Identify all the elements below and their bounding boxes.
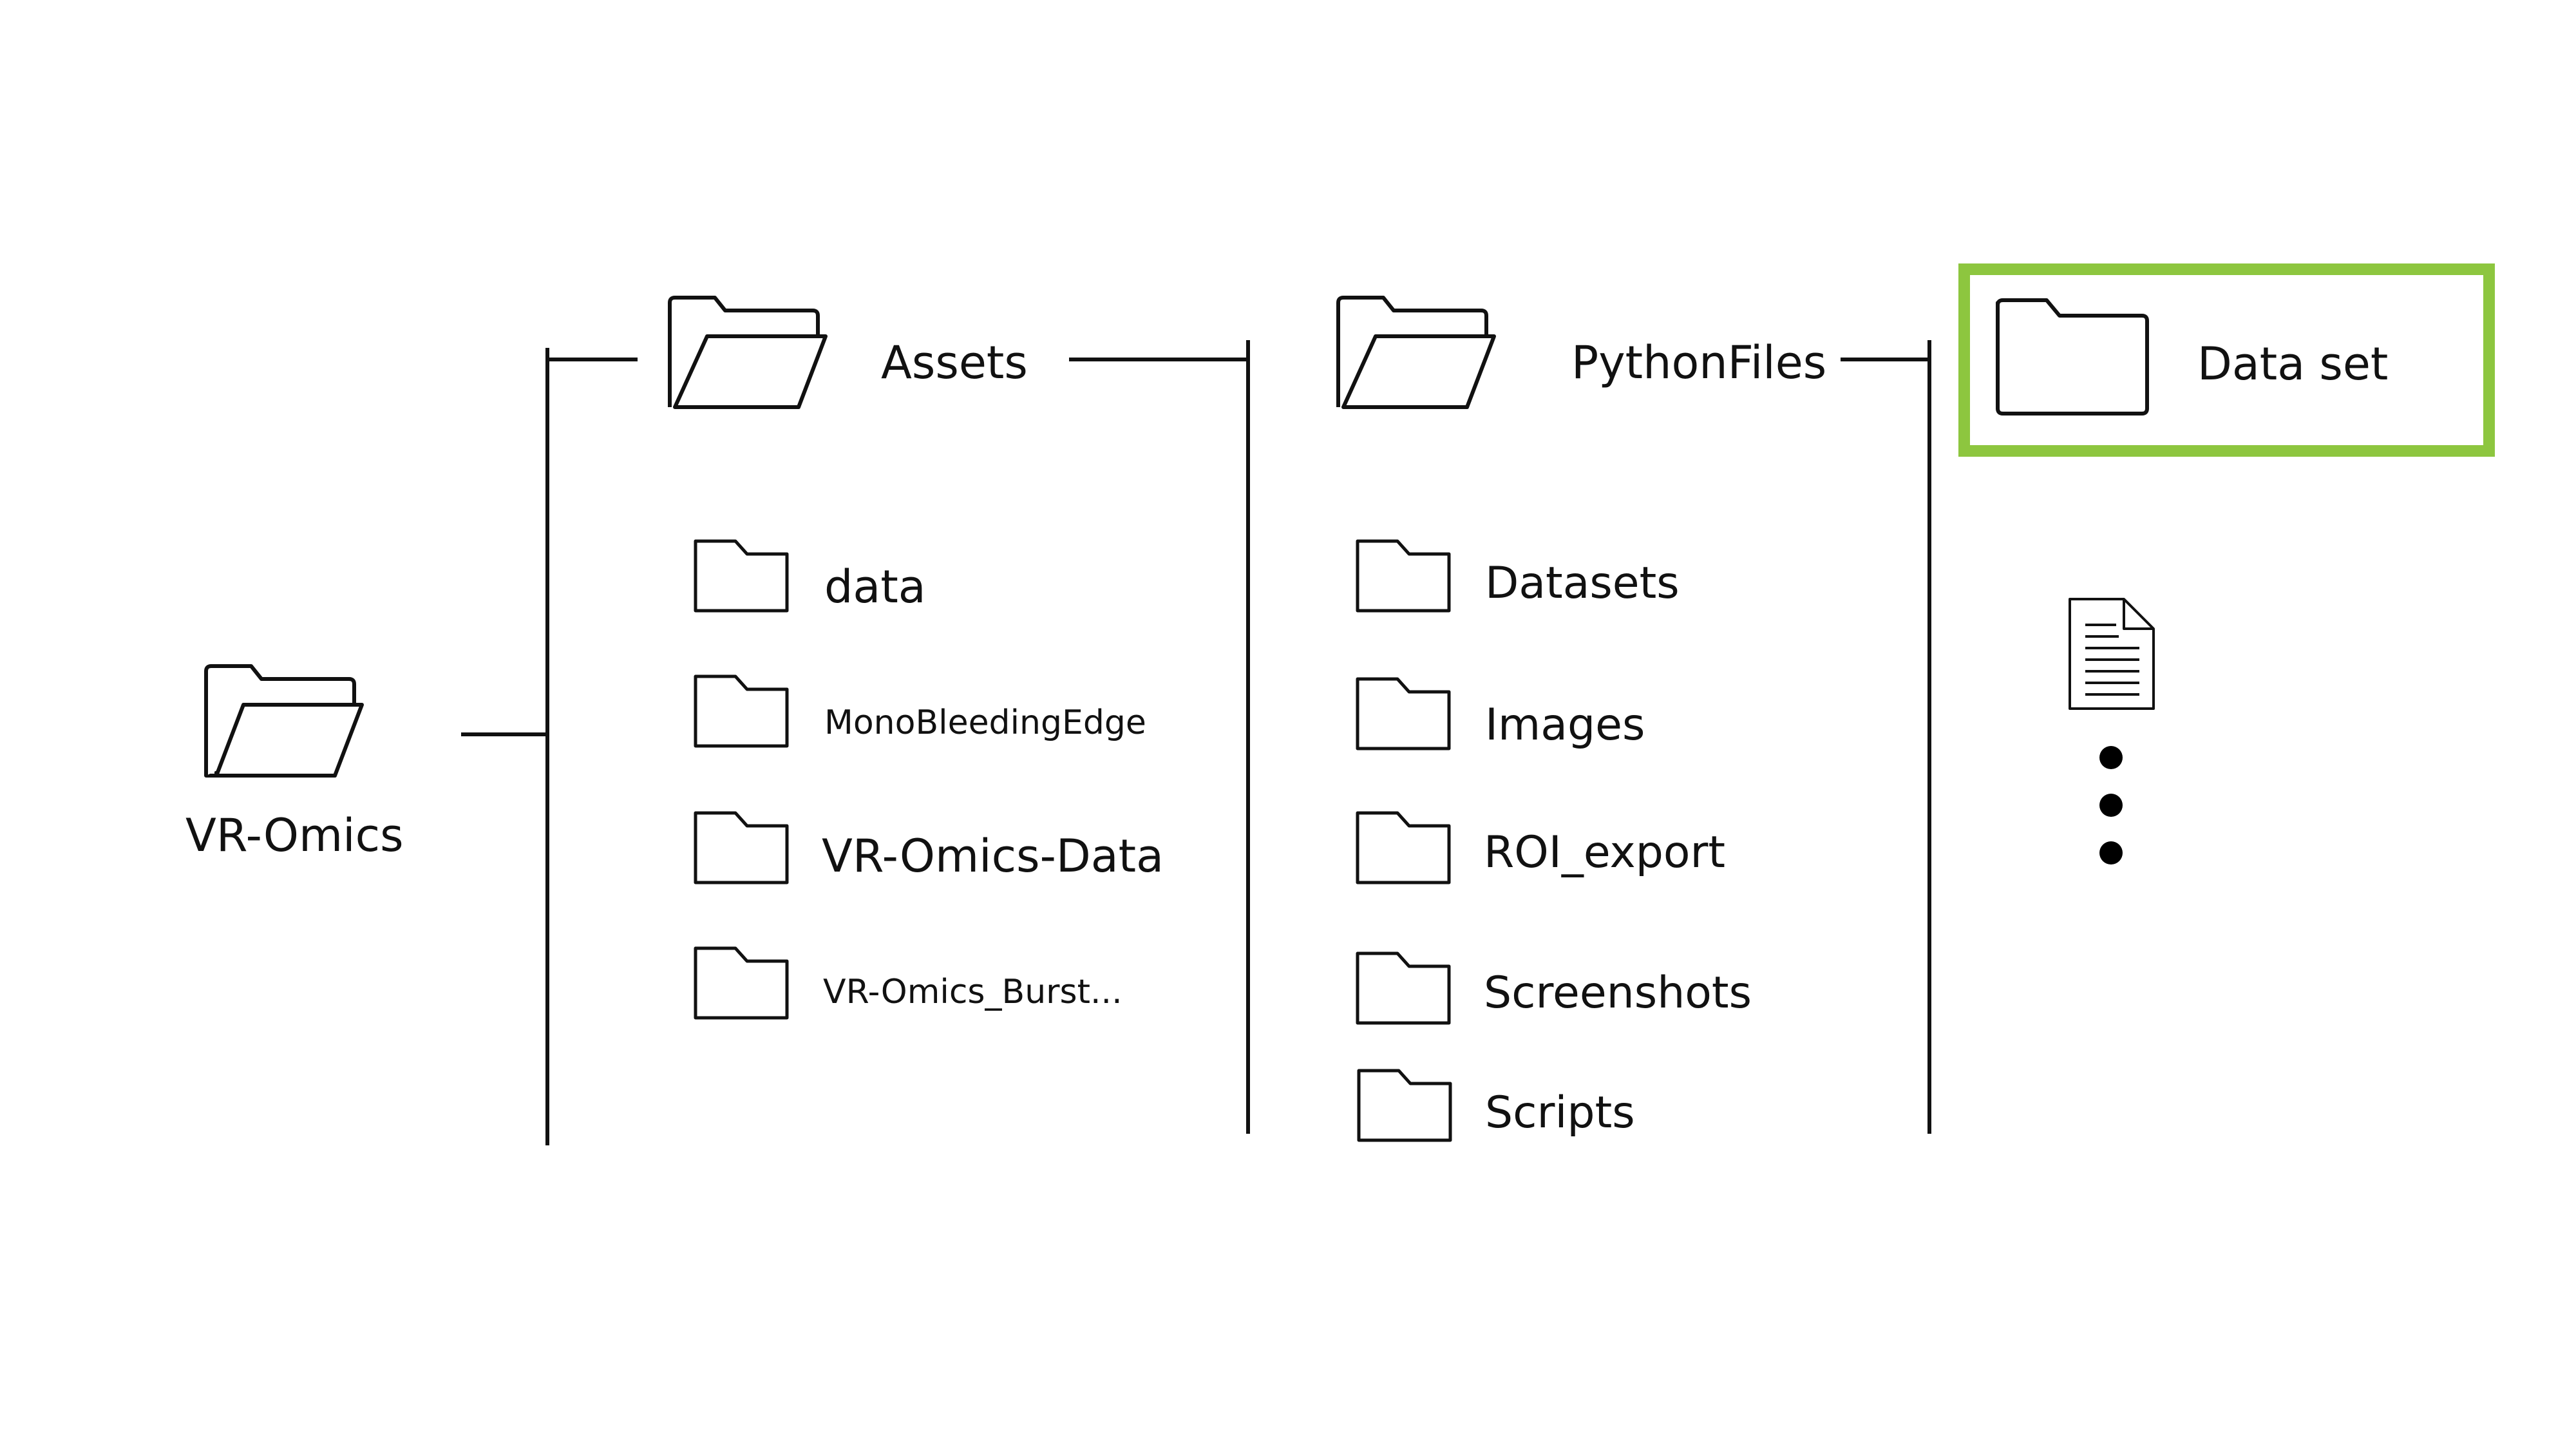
python-child-label: ROI_export xyxy=(1484,827,1726,878)
folder-icon xyxy=(694,674,789,748)
folder-icon xyxy=(1356,539,1451,613)
folder-icon xyxy=(1996,298,2149,416)
folder-icon xyxy=(694,946,789,1020)
open-folder-icon xyxy=(1336,296,1496,409)
root-folder-label: VR-Omics xyxy=(185,809,404,862)
python-child-label: Datasets xyxy=(1485,558,1680,609)
python-files-folder-label: PythonFiles xyxy=(1571,336,1827,389)
python-child-label: Screenshots xyxy=(1484,968,1752,1018)
assets-child-label: VR-Omics-Data xyxy=(822,830,1164,883)
data-set-folder-label: Data set xyxy=(2197,338,2389,390)
folder-icon xyxy=(694,811,789,884)
folder-icon xyxy=(1356,811,1451,884)
folder-icon xyxy=(1356,951,1451,1025)
dataset-highlight-box xyxy=(1958,263,2495,457)
document-icon xyxy=(2069,598,2155,710)
python-child-label: Scripts xyxy=(1485,1087,1635,1138)
folder-icon xyxy=(1356,677,1451,750)
assets-child-label: MonoBleedingEdge xyxy=(824,703,1146,742)
open-folder-icon xyxy=(668,296,828,409)
assets-child-label: data xyxy=(824,560,926,613)
folder-icon xyxy=(694,539,789,613)
ellipsis-icon xyxy=(2099,746,2123,865)
python-child-label: Images xyxy=(1485,700,1645,750)
assets-child-label: VR-Omics_Burst... xyxy=(823,973,1122,1011)
assets-folder-label: Assets xyxy=(881,336,1028,389)
folder-icon xyxy=(1357,1069,1452,1142)
open-folder-icon xyxy=(204,664,364,778)
